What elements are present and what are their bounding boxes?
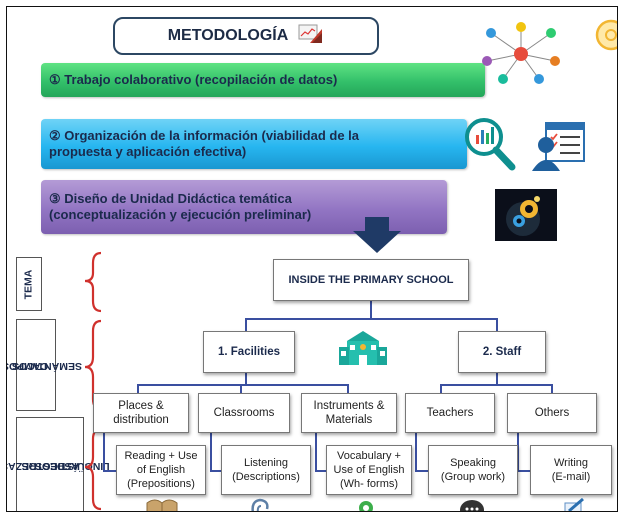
theme-label: INSIDE THE PRIMARY SCHOOL (288, 274, 454, 286)
subfield-places: Places & distribution (93, 393, 189, 433)
classrooms-label: Classrooms (213, 407, 275, 419)
step-1-number: ① (49, 72, 61, 87)
step-2-text-line2: propuesta y aplicación efectiva) (49, 144, 247, 159)
instruments-line1: Instruments & (313, 400, 385, 412)
gear-icon (357, 499, 375, 511)
facilities-label: 1. Facilities (217, 346, 280, 358)
magnifier-chart-icon (462, 115, 518, 178)
down-arrow-icon (353, 217, 401, 258)
campos-label-line2: SEMÁNTICOS (12, 359, 83, 372)
page-title: METODOLOGÍA (167, 27, 289, 44)
methodology-diagram: METODOLOGÍA ① Trabajo colaborativo (reco… (6, 6, 618, 512)
reading-line1: Reading + Use (124, 450, 198, 462)
ear-icon (249, 497, 271, 511)
field-facilities: 1. Facilities (203, 331, 295, 373)
reading-line2: of English (136, 464, 186, 476)
presentation-icon (298, 23, 324, 50)
pen-icon (563, 497, 585, 511)
skill-reading: Reading + Use of English (Prepositions) (116, 445, 206, 495)
vocab-line2: Use of English (333, 464, 405, 476)
skill-writing: Writing (E-mail) (530, 445, 612, 495)
skill-speaking: Speaking (Group work) (428, 445, 518, 495)
tema-label: TEMA (22, 269, 35, 299)
speech-bubble-icon (459, 499, 485, 511)
teachers-label: Teachers (426, 407, 474, 419)
step-3-number: ③ (49, 191, 61, 206)
step-2-text-line1: Organización de la información (viabilid… (64, 128, 360, 143)
field-staff: 2. Staff (458, 331, 546, 373)
writing-line2: (E-mail) (551, 471, 591, 483)
places-line1: Places & (118, 400, 164, 412)
step-1-text: Trabajo colaborativo (recopilación de da… (64, 72, 338, 87)
step-2-number: ② (49, 128, 61, 143)
brain-gears-icon (495, 189, 557, 246)
reading-line3: (Prepositions) (127, 478, 195, 490)
skill-listening: Listening (Descriptions) (221, 445, 311, 495)
step-3-text-line2: (conceptualización y ejecución prelimina… (49, 207, 312, 222)
user-checklist-icon (532, 119, 588, 176)
vocab-line3: (Wh- forms) (339, 478, 399, 490)
writing-line1: Writing (553, 457, 589, 469)
book-icon (145, 497, 179, 511)
listening-line2: (Descriptions) (232, 471, 300, 483)
step-3-text-line1: Diseño de Unidad Didáctica temática (64, 191, 292, 206)
title-box: METODOLOGÍA (113, 17, 379, 55)
skill-vocabulary: Vocabulary + Use of English (Wh- forms) (326, 445, 412, 495)
subfield-instruments: Instruments & Materials (301, 393, 397, 433)
network-people-icon (477, 21, 565, 92)
speaking-line2: (Group work) (440, 471, 506, 483)
listening-line1: Listening (243, 457, 289, 469)
step-1-band: ① Trabajo colaborativo (recopilación de … (41, 63, 485, 97)
others-label: Others (534, 407, 570, 419)
subfield-classrooms: Classrooms (198, 393, 290, 433)
step-2-band: ② Organización de la información (viabil… (41, 119, 467, 169)
school-building-icon (339, 331, 387, 372)
side-label-tema: TEMA (16, 257, 42, 311)
subfield-others: Others (507, 393, 597, 433)
theme-box: INSIDE THE PRIMARY SCHOOL (273, 259, 469, 301)
lightbulb-icon (591, 17, 617, 62)
places-line2: distribution (113, 414, 169, 426)
speaking-line1: Speaking (450, 457, 496, 469)
staff-label: 2. Staff (482, 346, 522, 358)
vocab-line1: Vocabulary + (337, 450, 401, 462)
subfield-teachers: Teachers (405, 393, 495, 433)
instruments-line2: Materials (325, 414, 373, 426)
